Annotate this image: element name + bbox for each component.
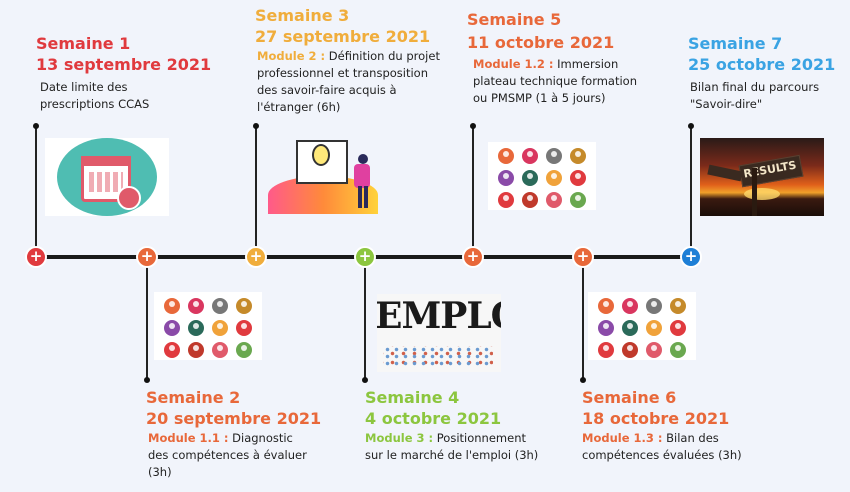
- node-w1[interactable]: +: [25, 246, 47, 268]
- node-w2[interactable]: +: [136, 246, 158, 268]
- week-2-text: Diagnostic des compétences à évaluer (3h…: [148, 431, 307, 479]
- connector-w7: [690, 126, 692, 256]
- emploi-image-text: EMPLOI: [377, 295, 501, 337]
- connector-dot-w7: [688, 123, 694, 129]
- week-4-text: Positionnement sur le marché de l'emploi…: [365, 431, 539, 462]
- connector-w5: [472, 126, 474, 256]
- connector-w1: [35, 126, 37, 256]
- node-w3[interactable]: +: [245, 246, 267, 268]
- week-1-date: 13 septembre 2021: [36, 55, 212, 74]
- node-w6[interactable]: +: [572, 246, 594, 268]
- week-5-description: Module 1.2 : Immersion plateau technique…: [467, 56, 651, 107]
- connector-w3: [255, 126, 257, 256]
- week-5-module: Module 1.2 :: [473, 57, 554, 71]
- week-6-description: Module 1.3 : Bilan des compétences évalu…: [582, 430, 750, 464]
- week-6-text: Bilan des compétences évaluées (3h): [582, 431, 742, 462]
- week-3-block: Semaine 3 27 septembre 2021 Module 2 : D…: [255, 6, 455, 116]
- node-w7[interactable]: +: [680, 246, 702, 268]
- calendar-icon: [45, 138, 169, 216]
- week-6-title: Semaine 6: [582, 388, 677, 407]
- week-1-description: Date limite des prescriptions CCAS: [36, 79, 160, 113]
- week-3-title: Semaine 3: [255, 6, 350, 25]
- week-5-skills-grid-icon: [488, 142, 596, 210]
- connector-w2: [146, 258, 148, 380]
- week-2-block: Semaine 2 20 septembre 2021 Module 1.1 :…: [146, 388, 326, 481]
- connector-w6: [582, 258, 584, 380]
- week-1-title: Semaine 1: [36, 34, 131, 53]
- idea-person-illustration: [268, 130, 390, 214]
- connector-dot-w5: [470, 123, 476, 129]
- connector-dot-w1: [33, 123, 39, 129]
- week-5-block: Semaine 5 11 octobre 2021 Module 1.2 : I…: [467, 10, 657, 107]
- week-2-module: Module 1.1 :: [148, 431, 229, 445]
- results-signpost-image: RESULTS: [700, 138, 824, 216]
- week-2-description: Module 1.1 : Diagnostic des compétences …: [146, 430, 316, 481]
- connector-dot-w4: [362, 377, 368, 383]
- week-4-date: 4 octobre 2021: [365, 409, 502, 428]
- week-6-skills-grid-icon: [588, 292, 696, 360]
- connector-dot-w2: [144, 377, 150, 383]
- week-2-skills-grid-icon: [154, 292, 262, 360]
- week-4-description: Module 3 : Positionnement sur le marché …: [365, 430, 545, 464]
- week-5-text: Immersion plateau technique formation ou…: [473, 57, 638, 105]
- week-5-title: Semaine 5: [467, 10, 562, 29]
- week-6-block: Semaine 6 18 octobre 2021 Module 1.3 : B…: [582, 388, 772, 464]
- week-6-module: Module 1.3 :: [582, 431, 663, 445]
- week-6-date: 18 octobre 2021: [582, 409, 730, 428]
- week-2-title: Semaine 2: [146, 388, 241, 407]
- week-4-title: Semaine 4: [365, 388, 460, 407]
- week-3-date: 27 septembre 2021: [255, 27, 431, 46]
- week-3-text: Définition du projet professionnel et tr…: [257, 49, 440, 114]
- week-7-description: Bilan final du parcours "Savoir-dire": [688, 79, 840, 113]
- week-7-block: Semaine 7 25 octobre 2021 Bilan final du…: [688, 34, 848, 113]
- week-4-module: Module 3 :: [365, 431, 434, 445]
- connector-dot-w6: [580, 377, 586, 383]
- week-1-block: Semaine 1 13 septembre 2021 Date limite …: [36, 34, 216, 113]
- week-4-block: Semaine 4 4 octobre 2021 Module 3 : Posi…: [365, 388, 555, 464]
- week-3-module: Module 2 :: [257, 49, 326, 63]
- node-w4[interactable]: +: [354, 246, 376, 268]
- connector-w4: [364, 258, 366, 380]
- week-3-description: Module 2 : Définition du projet professi…: [255, 48, 443, 116]
- week-7-date: 25 octobre 2021: [688, 55, 836, 74]
- connector-dot-w3: [253, 123, 259, 129]
- emploi-image: EMPLOI: [377, 294, 501, 372]
- week-7-title: Semaine 7: [688, 34, 783, 53]
- week-2-date: 20 septembre 2021: [146, 409, 322, 428]
- week-7-text: Bilan final du parcours "Savoir-dire": [690, 80, 820, 111]
- week-1-text: Date limite des prescriptions CCAS: [40, 80, 150, 111]
- node-w5[interactable]: +: [462, 246, 484, 268]
- week-5-date: 11 octobre 2021: [467, 33, 615, 52]
